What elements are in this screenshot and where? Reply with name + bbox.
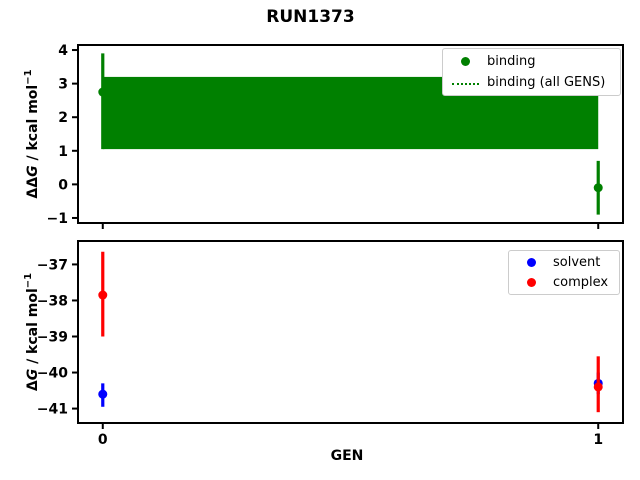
dotted-line-icon — [451, 83, 479, 85]
y-tick-label: 1 — [58, 144, 68, 160]
x-tick-label: 0 — [98, 432, 108, 448]
y-tick-label: −39 — [37, 330, 68, 346]
g-symbol: G — [24, 368, 41, 381]
y-tick-label: −1 — [47, 211, 68, 227]
units-text: / kcal mol — [24, 84, 41, 166]
x-tick-label: 1 — [593, 432, 603, 448]
x-axis-label: GEN — [330, 448, 364, 464]
solvent-dot-icon — [526, 258, 536, 268]
y-tick-label: −38 — [37, 293, 68, 309]
figure-title: RUN1373 — [266, 7, 355, 27]
legend-entry-solvent: solvent — [509, 253, 619, 273]
units-exponent: −1 — [23, 69, 35, 85]
delta-symbols: ΔΔ — [24, 176, 41, 199]
units-text: / kcal mol — [24, 288, 41, 369]
solvent-point — [98, 389, 108, 399]
y-tick-label: 4 — [58, 43, 68, 59]
axes-spines — [77, 240, 624, 424]
delta-symbol: Δ — [24, 380, 41, 392]
y-tick-label: −40 — [37, 366, 68, 382]
bottom-y-axis-label: ΔG / kcal mol−1 — [23, 273, 41, 391]
legend-entry-binding: binding — [443, 51, 620, 72]
complex-point — [98, 290, 108, 300]
legend-label: binding — [487, 54, 536, 69]
binding-dot-icon — [460, 57, 470, 66]
y-tick-label: 3 — [58, 77, 68, 93]
binding-point — [98, 87, 108, 97]
y-tick-label: 0 — [58, 177, 68, 193]
legend-label: binding (all GENS) — [487, 75, 606, 90]
y-tick-label: −37 — [37, 257, 68, 273]
binding-point — [593, 183, 603, 193]
g-symbol: G — [24, 165, 41, 177]
complex-point — [593, 382, 603, 392]
top-y-axis-label: ΔΔG / kcal mol−1 — [23, 69, 41, 198]
legend-entry-binding-all-gens: binding (all GENS) — [443, 72, 620, 93]
axes-spines — [77, 44, 624, 224]
complex-dot-icon — [526, 277, 536, 287]
units-exponent: −1 — [23, 272, 35, 289]
top-legend: binding binding (all GENS) — [442, 48, 621, 96]
y-tick-label: −41 — [37, 402, 68, 418]
bottom-legend: solvent complex — [508, 250, 620, 295]
legend-label: solvent — [553, 255, 601, 271]
legend-entry-complex: complex — [509, 273, 619, 293]
legend-label: complex — [553, 274, 609, 290]
y-tick-label: 2 — [58, 110, 68, 126]
